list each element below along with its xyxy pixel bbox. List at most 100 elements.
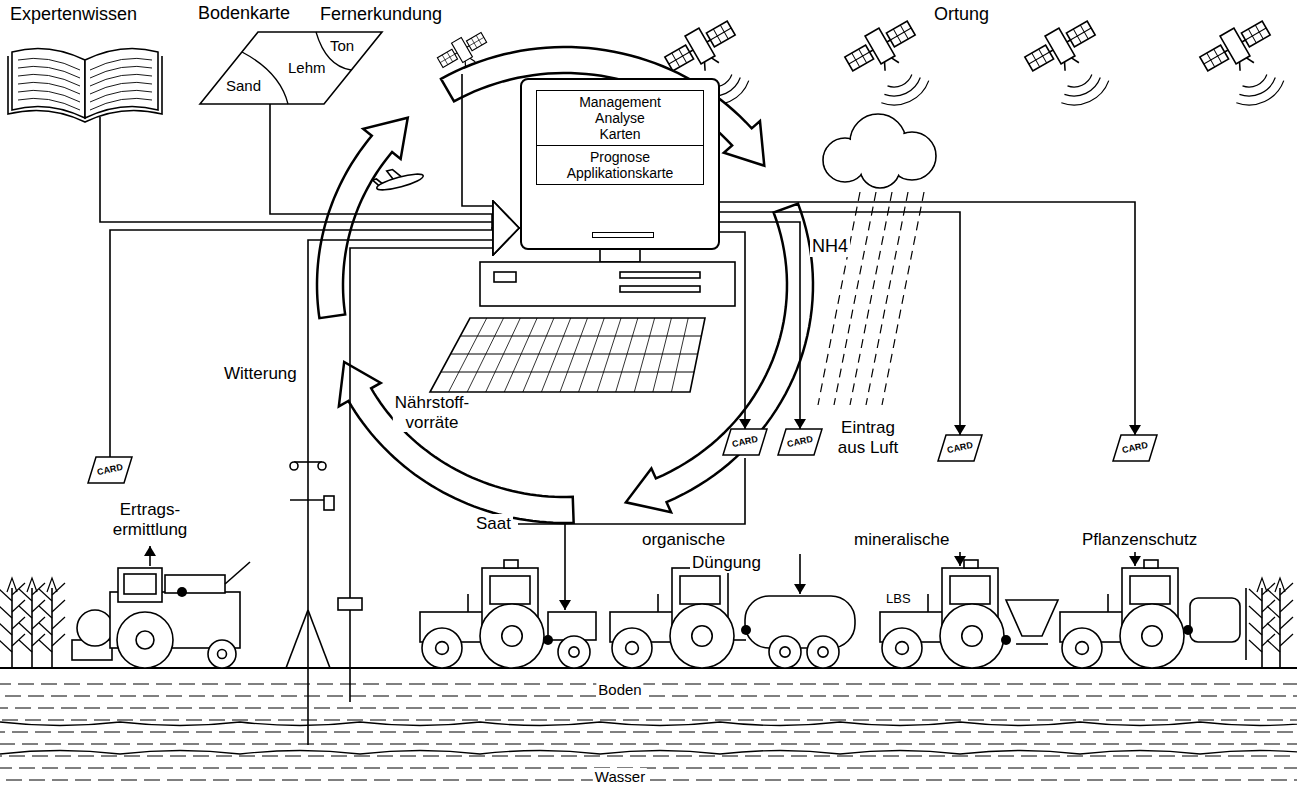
wheel (670, 604, 734, 668)
wheel-hub (218, 650, 227, 659)
soil-hatch (0, 720, 1297, 721)
screen-section: Management Analyse Karten (537, 91, 703, 145)
tractor (420, 560, 544, 668)
wheel-hub (136, 631, 154, 649)
solar-panel (706, 21, 735, 47)
connector (720, 212, 960, 435)
screen-text: Management Analyse Karten (579, 94, 661, 142)
sprayer-tank (1190, 598, 1240, 642)
chemical-formula: NH4 (810, 236, 850, 257)
chip-card: CARD (937, 434, 983, 462)
drive-slot (620, 286, 700, 292)
satellite-body (1045, 28, 1075, 64)
satellite (1196, 14, 1278, 85)
soil-hatch (0, 696, 1297, 697)
harvester-reel (77, 610, 113, 646)
screen-text: Prognose Applikationskarte (567, 149, 674, 181)
grain-tank (165, 575, 225, 593)
operation-arrow (564, 524, 566, 610)
anemometer-cup (318, 462, 326, 470)
card-shape (778, 429, 822, 455)
plant-tassel (1257, 578, 1267, 592)
cab-window (490, 576, 530, 604)
soil-probe (349, 610, 351, 702)
wheel-hub (896, 642, 909, 655)
wheel-hub (1076, 642, 1089, 655)
connector (720, 232, 745, 429)
wheel-hub (626, 642, 639, 655)
rain-line (866, 192, 908, 405)
panel-grid (1070, 28, 1091, 40)
plant-leaf (1267, 640, 1280, 652)
chip-card: CARD (777, 428, 823, 456)
text-line (18, 82, 80, 94)
rain-line (882, 192, 924, 405)
signal-wave (888, 74, 912, 87)
satellite-antenna (1071, 56, 1078, 65)
panel-grid (890, 28, 911, 40)
soil-type: Ton (330, 38, 354, 55)
plant-tassel (27, 578, 37, 592)
wheel-hub (502, 626, 522, 646)
input-wire (462, 74, 492, 206)
solar-panel (886, 21, 915, 47)
plant-leaf (1249, 640, 1262, 652)
plant-leaf (52, 634, 65, 646)
soil-hatch (0, 684, 1297, 685)
wheel-hub (692, 626, 712, 646)
cab-window (1130, 576, 1170, 604)
cab-window (680, 576, 720, 604)
exhaust-pipe (927, 594, 929, 612)
soil-hatch (0, 744, 1297, 745)
plant-leaf (19, 589, 32, 601)
satellite-antenna (891, 56, 898, 65)
output-label: Ertrags- ermittlung (111, 500, 190, 539)
plant-leaf (19, 606, 32, 618)
chip-card: CARD (87, 456, 133, 484)
key-column (467, 318, 503, 392)
layer-label: Boden (596, 681, 643, 698)
wheel (1062, 628, 1102, 668)
plant-tassel (7, 578, 17, 592)
text-line (18, 66, 80, 78)
cloud-fill (861, 149, 899, 187)
plant-leaf (0, 606, 12, 618)
plant-leaf (0, 589, 12, 601)
satellite-body (685, 28, 715, 64)
gps-receiver (1144, 560, 1158, 568)
satellite-antenna (701, 62, 708, 71)
satellite-body (1220, 28, 1250, 64)
book-page (85, 48, 158, 118)
soil-hatch (0, 756, 1297, 757)
panel-grid (710, 28, 731, 40)
panel-grid (469, 37, 484, 45)
sensor-dot (741, 625, 751, 635)
soil-hatch (0, 732, 1297, 733)
soil-layer-line (0, 751, 1297, 755)
satellite (1021, 14, 1103, 85)
map-title: Bodenkarte (198, 4, 290, 24)
satellite (841, 14, 923, 85)
plant-leaf (1262, 600, 1275, 612)
spreader-disc (1016, 643, 1048, 645)
satellite-antenna (1061, 62, 1068, 71)
text-line (90, 98, 152, 110)
panel-grid (1245, 28, 1266, 40)
input-label: Witterung (222, 364, 299, 384)
wheel (882, 628, 922, 668)
signal-wave (884, 78, 920, 96)
yield-arrow (149, 546, 151, 566)
plant-leaf (19, 623, 32, 635)
solar-panel (437, 49, 457, 67)
soil-map: BodenkarteTonLehmSand (196, 4, 386, 106)
wheel (940, 604, 1004, 668)
solar-panel (1200, 45, 1229, 71)
exhaust-pipe (467, 594, 469, 612)
input-wire (350, 248, 492, 598)
solar-panel (466, 33, 486, 51)
panel-grid (849, 52, 870, 64)
unloading-auger (225, 562, 250, 584)
operation-label: Pflanzenschutz (1080, 530, 1199, 550)
plant-leaf (1262, 634, 1275, 646)
tripod-leg (308, 610, 330, 668)
